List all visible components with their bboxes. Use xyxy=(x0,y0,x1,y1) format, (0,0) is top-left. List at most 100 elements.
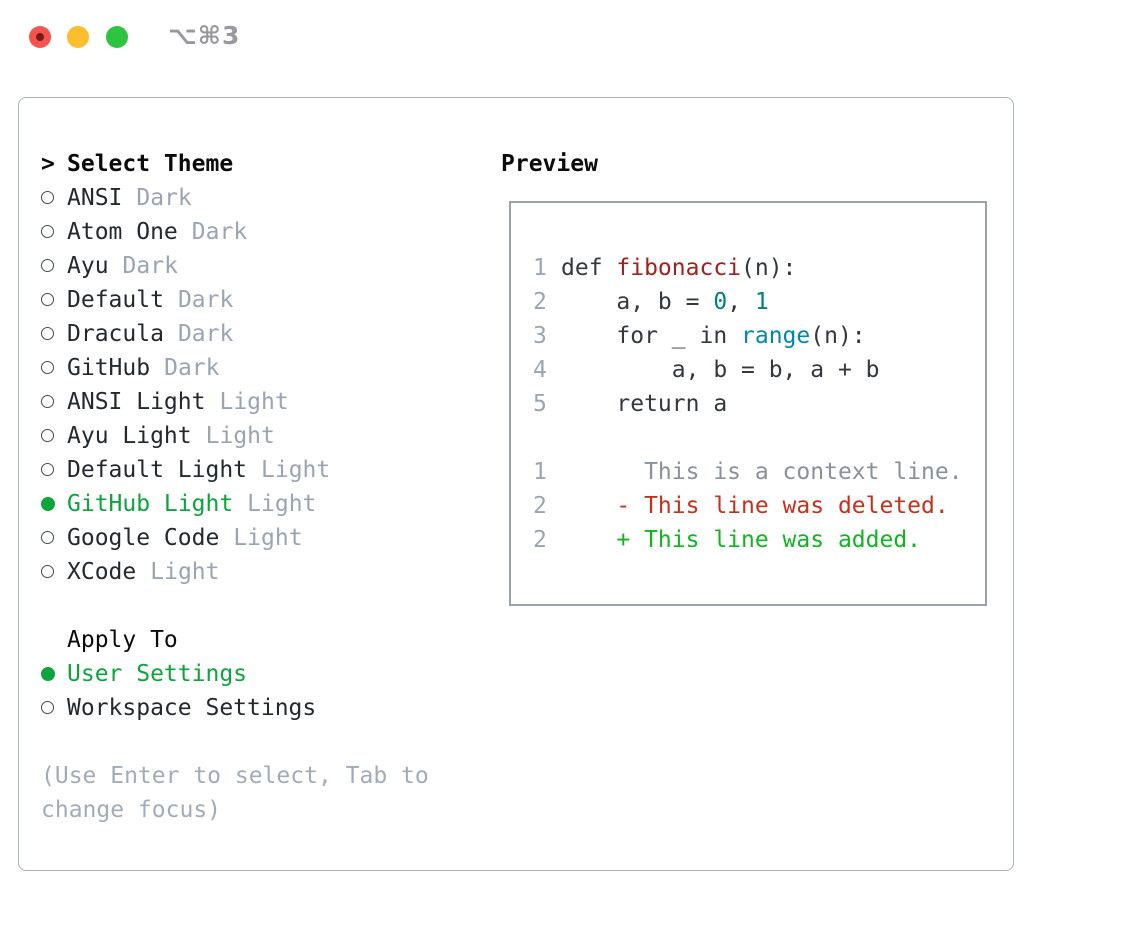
radio-icon xyxy=(41,259,54,272)
code-token-plain: (n): xyxy=(810,323,866,349)
apply-option-workspace-settings[interactable]: Workspace Settings xyxy=(41,691,481,725)
theme-option-github[interactable]: GitHub Dark xyxy=(41,351,481,385)
close-button[interactable] xyxy=(29,26,51,48)
code-line: 2 a, b = 0, 1 xyxy=(533,285,985,319)
preview-title: Preview xyxy=(501,151,598,177)
code-token-plain: (n): xyxy=(741,255,797,281)
apply-to-header: .Apply To xyxy=(41,623,481,657)
window-shortcut-label: ⌥⌘3 xyxy=(168,21,241,50)
line-number: 1 xyxy=(533,255,547,281)
blank-row xyxy=(41,589,481,623)
theme-variant-label: Light xyxy=(233,525,303,551)
code-line: 4 a, b = b, a + b xyxy=(533,353,985,387)
code-text: + This line was added. xyxy=(561,527,921,553)
zoom-button[interactable] xyxy=(106,26,128,48)
radio-icon xyxy=(41,701,54,714)
apply-option-label: User Settings xyxy=(67,661,248,687)
code-token-builtin: range xyxy=(741,323,811,349)
theme-option-atom-one[interactable]: Atom One Dark xyxy=(41,215,481,249)
theme-option-xcode[interactable]: XCode Light xyxy=(41,555,481,589)
theme-name: XCode xyxy=(67,559,137,585)
code-text: - This line was deleted. xyxy=(561,493,949,519)
theme-variant-label: Dark xyxy=(177,321,234,347)
theme-option-default[interactable]: Default Dark xyxy=(41,283,481,317)
hint-line-1: (Use Enter to select, Tab to xyxy=(41,763,429,789)
code-token-addition: + This line was added. xyxy=(561,527,922,553)
code-line: 5 return a xyxy=(533,387,985,421)
theme-name: Default xyxy=(67,287,164,313)
code-token-plain: a, b = xyxy=(561,289,714,315)
code-token-plain: , xyxy=(727,289,755,315)
close-dot-icon xyxy=(36,33,44,41)
code-token-number: 1 xyxy=(754,289,769,315)
theme-name: ANSI Light xyxy=(67,389,206,415)
code-line: 1 This is a context line. xyxy=(533,455,985,489)
theme-variant-label: Light xyxy=(247,491,317,517)
code-text: return a xyxy=(561,391,727,417)
theme-variant-label: Light xyxy=(261,457,331,483)
radio-icon xyxy=(41,463,54,476)
theme-name: GitHub xyxy=(67,355,151,381)
code-line: 2 - This line was deleted. xyxy=(533,489,985,523)
theme-option-ansi-light[interactable]: ANSI Light Light xyxy=(41,385,481,419)
theme-name: Google Code xyxy=(67,525,220,551)
code-token-context: This is a context line. xyxy=(561,459,963,485)
code-line: 2 + This line was added. xyxy=(533,523,985,557)
code-token-deletion: - This line was deleted. xyxy=(561,493,949,519)
theme-option-google-code[interactable]: Google Code Light xyxy=(41,521,481,555)
theme-name: Ayu xyxy=(67,253,109,279)
theme-variant-label: Dark xyxy=(177,287,234,313)
apply-to-title: Apply To xyxy=(67,627,178,653)
code-text: a, b = b, a + b xyxy=(561,357,880,383)
line-number: 2 xyxy=(533,493,547,519)
radio-icon xyxy=(41,327,54,340)
radio-icon xyxy=(41,225,54,238)
line-number: 1 xyxy=(533,459,547,485)
theme-variant-label: Dark xyxy=(122,253,178,279)
radio-icon xyxy=(41,361,54,374)
theme-name: ANSI xyxy=(67,185,123,211)
code-text: def fibonacci(n): xyxy=(561,255,796,281)
code-text: a, b = 0, 1 xyxy=(561,289,769,315)
radio-icon xyxy=(41,293,54,306)
code-token-plain: for _ in xyxy=(561,323,742,349)
theme-variant-label: Light xyxy=(205,423,275,449)
radio-icon xyxy=(41,531,54,544)
theme-name: GitHub Light xyxy=(67,491,234,517)
code-line: 3 for _ in range(n): xyxy=(533,319,985,353)
theme-variant-label: Dark xyxy=(136,185,192,211)
line-number: 2 xyxy=(533,527,547,553)
code-token-plain: def xyxy=(561,255,617,281)
theme-variant-label: Dark xyxy=(191,219,248,245)
blank-row xyxy=(41,725,481,759)
theme-option-github-light[interactable]: GitHub Light Light xyxy=(41,487,481,521)
radio-icon xyxy=(41,429,54,442)
code-text: for _ in range(n): xyxy=(561,323,866,349)
theme-variant-label: Light xyxy=(150,559,220,585)
apply-option-label: Workspace Settings xyxy=(67,695,317,721)
apply-option-user-settings[interactable]: User Settings xyxy=(41,657,481,691)
theme-variant-label: Light xyxy=(219,389,289,415)
radio-selected-icon xyxy=(41,667,55,681)
radio-icon xyxy=(41,191,54,204)
line-number: 4 xyxy=(533,357,547,383)
titlebar: ⌥⌘3 xyxy=(0,0,1140,74)
select-theme-header: >Select Theme xyxy=(41,147,481,181)
code-token-number: 0 xyxy=(713,289,728,315)
hint-line-2: change focus) xyxy=(41,797,222,823)
minimize-button[interactable] xyxy=(67,26,89,48)
line-number: 5 xyxy=(533,391,547,417)
theme-name: Atom One xyxy=(67,219,178,245)
code-token-title: fibonacci xyxy=(616,255,742,281)
theme-variant-label: Dark xyxy=(164,355,220,381)
theme-option-ayu[interactable]: Ayu Dark xyxy=(41,249,481,283)
select-theme-title: Select Theme xyxy=(67,151,234,177)
theme-option-ansi[interactable]: ANSI Dark xyxy=(41,181,481,215)
